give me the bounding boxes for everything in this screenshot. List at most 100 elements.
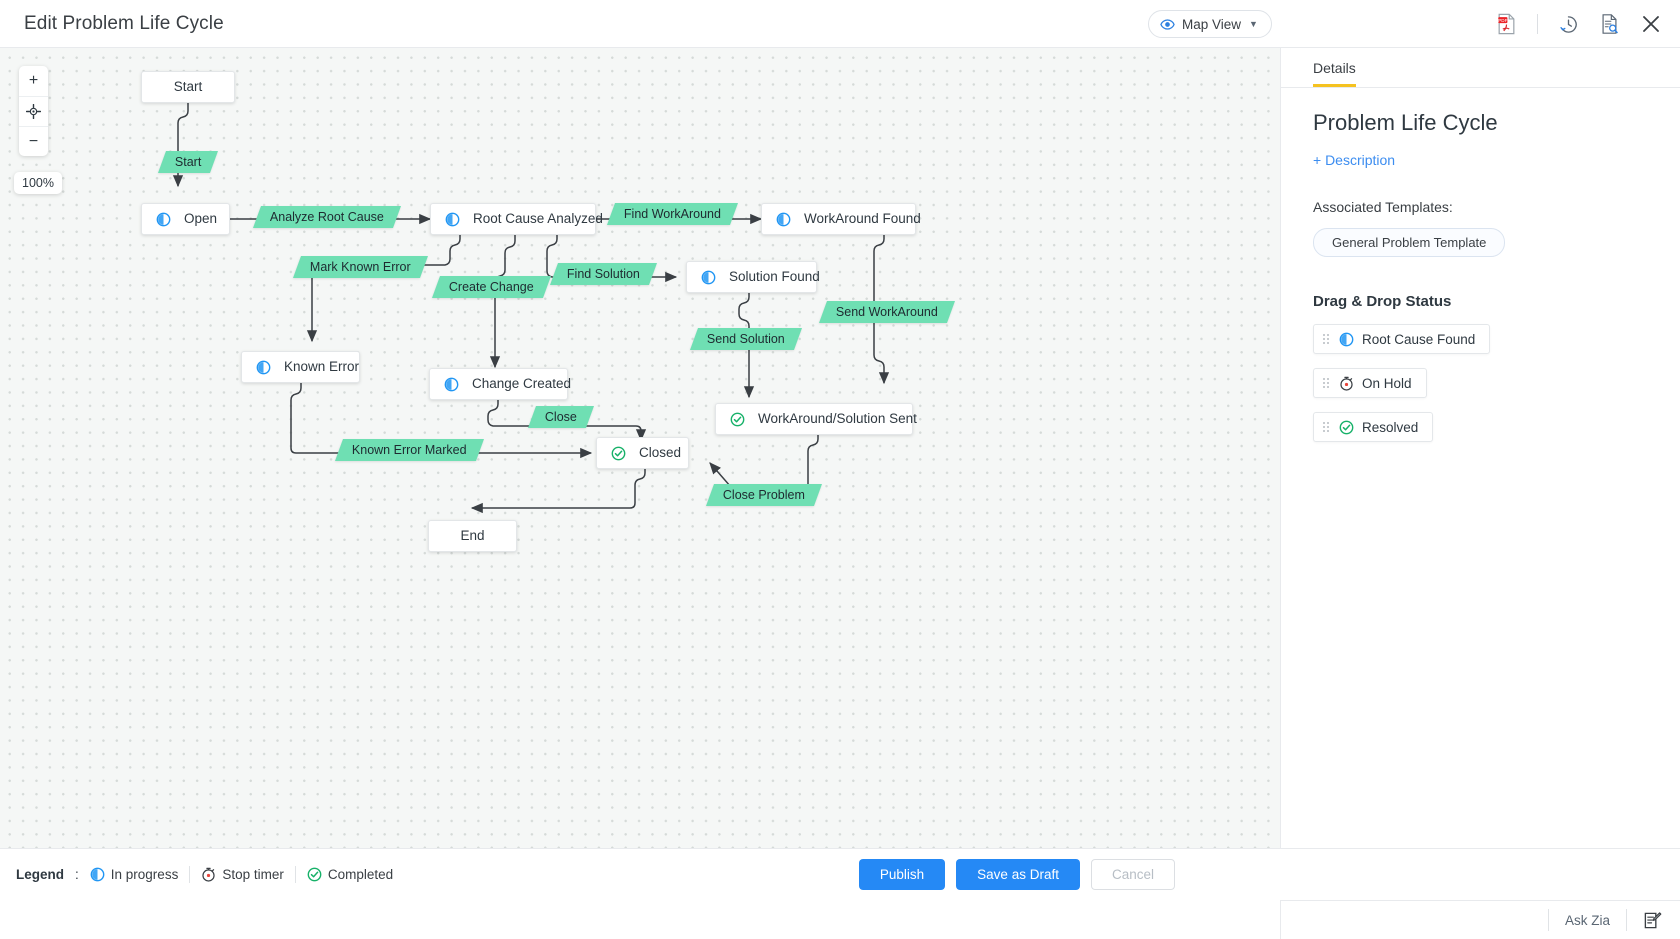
panel-tabbar: Details bbox=[1281, 48, 1680, 88]
legend-divider bbox=[294, 866, 296, 883]
workflow-node-end[interactable]: End bbox=[428, 520, 517, 552]
transition-label-text: Start bbox=[175, 154, 202, 169]
legend-title: Legend bbox=[16, 867, 65, 882]
transition-label-text: Create Change bbox=[449, 279, 534, 294]
workflow-node-kerr[interactable]: Known Error bbox=[241, 351, 360, 383]
workflow-node-rca[interactable]: Root Cause Analyzed bbox=[430, 203, 603, 235]
workflow-node-chgcr[interactable]: Change Created bbox=[429, 368, 571, 400]
in-progress-icon bbox=[445, 212, 460, 227]
map-view-button[interactable]: Map View ▼ bbox=[1148, 10, 1272, 38]
dnd-status-row: Resolved bbox=[1313, 398, 1648, 442]
ask-zia-button[interactable]: Ask Zia bbox=[1564, 912, 1610, 928]
workflow-node-solfound[interactable]: Solution Found bbox=[686, 261, 820, 293]
node-label: End bbox=[460, 528, 485, 544]
stop-timer-icon bbox=[1339, 376, 1354, 391]
recenter-button[interactable] bbox=[19, 96, 48, 126]
close-icon[interactable] bbox=[1640, 13, 1662, 35]
transition-label[interactable]: Close Problem bbox=[705, 484, 822, 506]
publish-button[interactable]: Publish bbox=[858, 859, 946, 890]
zia-divider bbox=[1547, 909, 1549, 931]
page-title: Edit Problem Life Cycle bbox=[24, 12, 224, 34]
dnd-status-item[interactable]: Root Cause Found bbox=[1313, 324, 1491, 354]
transition-label-text: Analyze Root Cause bbox=[270, 209, 384, 224]
completed-icon bbox=[307, 867, 322, 882]
transition-label-text: Send WorkAround bbox=[836, 304, 938, 319]
transition-label-text: Close bbox=[545, 409, 577, 424]
transition-label[interactable]: Send WorkAround bbox=[818, 301, 955, 323]
zia-bar: Ask Zia bbox=[1280, 900, 1680, 939]
dnd-status-item[interactable]: On Hold bbox=[1313, 368, 1427, 398]
completed-icon bbox=[1339, 420, 1354, 435]
dnd-status-row: On Hold bbox=[1313, 354, 1648, 398]
zoom-level-label[interactable]: 100% bbox=[14, 172, 62, 194]
transition-label[interactable]: Known Error Marked bbox=[334, 439, 484, 461]
document-search-icon[interactable] bbox=[1599, 13, 1620, 35]
legend-item: Completed bbox=[307, 867, 393, 882]
workflow-node-closed[interactable]: Closed bbox=[596, 437, 689, 469]
drag-handle-icon[interactable] bbox=[1322, 421, 1331, 433]
add-description-link[interactable]: + Description bbox=[1313, 152, 1396, 168]
associated-templates-label: Associated Templates: bbox=[1313, 199, 1453, 215]
svg-text:PDF: PDF bbox=[1498, 18, 1507, 23]
transition-label[interactable]: Find WorkAround bbox=[606, 203, 739, 225]
details-panel: Details Problem Life Cycle + Description… bbox=[1280, 48, 1680, 939]
zoom-in-button[interactable]: + bbox=[28, 72, 39, 89]
transition-label[interactable]: Send Solution bbox=[689, 328, 802, 350]
drag-drop-status-title: Drag & Drop Status bbox=[1313, 293, 1452, 310]
stop-timer-icon bbox=[201, 867, 216, 882]
dnd-status-row: Root Cause Found bbox=[1313, 310, 1648, 354]
transition-label-text: Close Problem bbox=[723, 487, 805, 502]
transition-label[interactable]: Find Solution bbox=[549, 263, 657, 285]
transition-label-text: Find Solution bbox=[567, 266, 640, 281]
legend: Legend : In progress Stop timer Complete… bbox=[16, 866, 393, 883]
cancel-button[interactable]: Cancel bbox=[1090, 859, 1175, 890]
zoom-controls[interactable]: + − bbox=[19, 66, 48, 156]
map-view-label: Map View bbox=[1182, 16, 1242, 32]
dnd-status-label: On Hold bbox=[1362, 375, 1412, 391]
legend-divider bbox=[189, 866, 191, 883]
footer-actions: Publish Save as Draft Cancel bbox=[858, 859, 1175, 890]
node-label: Open bbox=[184, 211, 218, 227]
drag-handle-icon[interactable] bbox=[1322, 377, 1331, 389]
pdf-export-icon[interactable]: PDF bbox=[1496, 13, 1517, 35]
legend-item: In progress bbox=[90, 867, 178, 882]
transition-label[interactable]: Close bbox=[527, 406, 594, 428]
dnd-status-label: Resolved bbox=[1362, 419, 1419, 435]
node-label: Root Cause Analyzed bbox=[473, 211, 603, 227]
workflow-node-start[interactable]: Start bbox=[141, 71, 235, 103]
tab-details[interactable]: Details bbox=[1313, 60, 1356, 87]
workflow-node-wass[interactable]: WorkAround/Solution Sent bbox=[715, 403, 917, 435]
eye-icon bbox=[1160, 17, 1175, 32]
dnd-status-item[interactable]: Resolved bbox=[1313, 412, 1434, 442]
completed-icon bbox=[730, 412, 745, 427]
save-as-draft-button[interactable]: Save as Draft bbox=[956, 859, 1080, 890]
in-progress-icon bbox=[444, 377, 459, 392]
history-icon[interactable] bbox=[1558, 14, 1579, 35]
in-progress-icon bbox=[701, 270, 716, 285]
workflow-canvas[interactable]: + − 100% Start Open Root Cause Analyzed … bbox=[0, 48, 1280, 848]
header-icon-group: PDF bbox=[1496, 0, 1662, 48]
transition-label[interactable]: Mark Known Error bbox=[292, 256, 428, 278]
transition-label-text: Mark Known Error bbox=[310, 259, 411, 274]
in-progress-icon bbox=[156, 212, 171, 227]
transition-label[interactable]: Analyze Root Cause bbox=[252, 206, 401, 228]
in-progress-icon bbox=[90, 867, 105, 882]
compose-note-icon[interactable] bbox=[1627, 911, 1680, 930]
workflow-node-waf[interactable]: WorkAround Found bbox=[761, 203, 921, 235]
workflow-node-open[interactable]: Open bbox=[141, 203, 230, 235]
transition-label-text: Send Solution bbox=[707, 331, 785, 346]
transition-label[interactable]: Create Change bbox=[431, 276, 551, 298]
node-label: Closed bbox=[639, 445, 682, 461]
transition-label-text: Known Error Marked bbox=[352, 442, 467, 457]
transition-label[interactable]: Start bbox=[157, 151, 219, 173]
zoom-out-button[interactable]: − bbox=[19, 126, 48, 156]
node-label: Start bbox=[173, 79, 203, 95]
legend-item-label: Stop timer bbox=[222, 867, 284, 882]
template-chip[interactable]: General Problem Template bbox=[1313, 228, 1506, 257]
app-header: Edit Problem Life Cycle Map View ▼ PDF bbox=[0, 0, 1680, 48]
in-progress-icon bbox=[776, 212, 791, 227]
drag-handle-icon[interactable] bbox=[1322, 333, 1331, 345]
header-divider bbox=[1537, 14, 1538, 34]
drag-drop-status-list: Root Cause Found On Hold Resolved bbox=[1313, 310, 1648, 442]
legend-colon: : bbox=[75, 867, 79, 882]
